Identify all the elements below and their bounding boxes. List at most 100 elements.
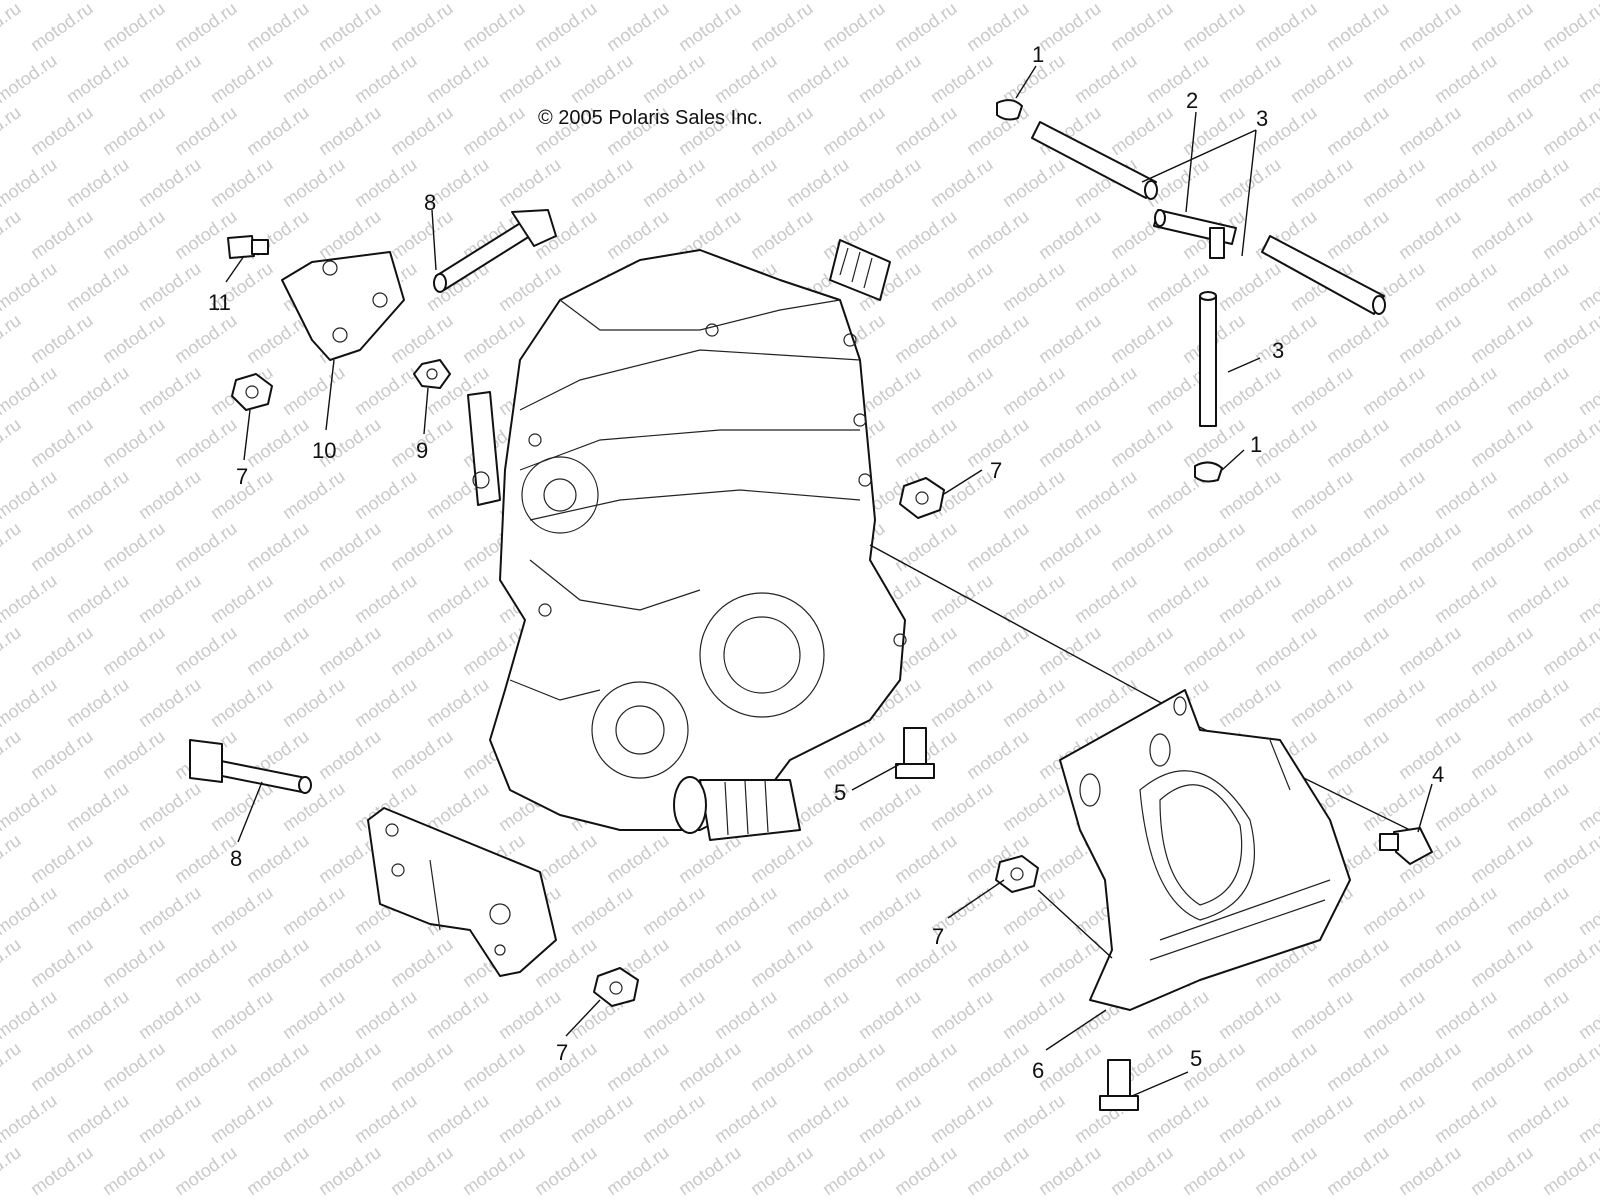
watermark-text: motod.ru	[1287, 674, 1357, 731]
watermark-text: motod.ru	[927, 258, 997, 315]
watermark-text: motod.ru	[171, 0, 241, 55]
watermark-text: motod.ru	[855, 154, 925, 211]
watermark-text: motod.ru	[855, 778, 925, 835]
watermark-text: motod.ru	[891, 830, 961, 887]
watermark-text: motod.ru	[171, 622, 241, 679]
watermark-text: motod.ru	[1467, 934, 1537, 991]
watermark-text: motod.ru	[1359, 570, 1429, 627]
callout-6: 6	[1032, 1058, 1044, 1083]
watermark-text: motod.ru	[1431, 154, 1501, 211]
watermark-text: motod.ru	[1251, 1038, 1321, 1095]
watermark-text: motod.ru	[0, 1142, 24, 1199]
watermark-text: motod.ru	[711, 50, 781, 107]
watermark-text: motod.ru	[315, 934, 385, 991]
watermark-text: motod.ru	[1503, 154, 1573, 211]
watermark-text: motod.ru	[603, 0, 673, 55]
watermark-text: motod.ru	[1071, 570, 1141, 627]
watermark-text: motod.ru	[711, 1090, 781, 1147]
watermark-text: motod.ru	[423, 986, 493, 1043]
watermark-text: motod.ru	[1431, 362, 1501, 419]
watermark-text: motod.ru	[243, 518, 313, 575]
watermark-text: motod.ru	[27, 622, 97, 679]
callout-5-lower: 5	[1190, 1046, 1202, 1071]
watermark-text: motod.ru	[459, 310, 529, 367]
watermark-text: motod.ru	[1107, 622, 1177, 679]
watermark-text: motod.ru	[747, 934, 817, 991]
watermark-text: motod.ru	[0, 0, 24, 55]
watermark-text: motod.ru	[495, 154, 565, 211]
vent-hose-upper	[1031, 121, 1158, 200]
watermark-text: motod.ru	[1323, 0, 1393, 55]
watermark-text: motod.ru	[207, 674, 277, 731]
bolt-4	[1379, 827, 1433, 865]
watermark-text: motod.ru	[1107, 414, 1177, 471]
vent-hose-vertical	[1199, 291, 1217, 427]
flange-nut-bottom	[593, 967, 639, 1007]
watermark-text: motod.ru	[351, 674, 421, 731]
watermark-text: motod.ru	[927, 50, 997, 107]
watermark-text: motod.ru	[891, 102, 961, 159]
watermark-text: motod.ru	[1323, 1038, 1393, 1095]
watermark-text: motod.ru	[1539, 310, 1600, 367]
watermark-text: motod.ru	[63, 1090, 133, 1147]
copyright-text: © 2005 Polaris Sales Inc.	[538, 107, 763, 129]
watermark-text: motod.ru	[1251, 0, 1321, 55]
callout-4: 4	[1432, 762, 1444, 787]
watermark-text: motod.ru	[27, 518, 97, 575]
watermark-text: motod.ru	[1071, 362, 1141, 419]
watermark-text: motod.ru	[1395, 414, 1465, 471]
watermark-text: motod.ru	[351, 362, 421, 419]
watermark-text: motod.ru	[1575, 154, 1600, 211]
watermark-text: motod.ru	[783, 986, 853, 1043]
watermark-text: motod.ru	[279, 986, 349, 1043]
watermark-text: motod.ru	[675, 934, 745, 991]
watermark-text: motod.ru	[495, 0, 565, 3]
long-bolt-lower	[189, 739, 312, 794]
watermark-text: motod.ru	[0, 726, 24, 783]
callout-2: 2	[1186, 88, 1198, 113]
watermark-text: motod.ru	[747, 1142, 817, 1199]
watermark-text: motod.ru	[603, 1142, 673, 1199]
watermark-text: motod.ru	[1575, 674, 1600, 731]
watermark-text: motod.ru	[1539, 934, 1600, 991]
watermark-text: motod.ru	[171, 934, 241, 991]
watermark-text: motod.ru	[351, 570, 421, 627]
callout-1-lower: 1	[1250, 432, 1262, 457]
watermark-text: motod.ru	[99, 830, 169, 887]
watermark-text: motod.ru	[1179, 0, 1249, 55]
watermark-text: motod.ru	[1539, 414, 1600, 471]
watermark-text: motod.ru	[0, 414, 24, 471]
watermark-text: motod.ru	[1539, 1038, 1600, 1095]
watermark-text: motod.ru	[1215, 362, 1285, 419]
watermark-text: motod.ru	[999, 986, 1069, 1043]
watermark-text: motod.ru	[423, 0, 493, 3]
watermark-text: motod.ru	[783, 154, 853, 211]
watermark-text: motod.ru	[1323, 518, 1393, 575]
mount-bolt-upper	[895, 727, 935, 779]
watermark-text: motod.ru	[207, 1090, 277, 1147]
watermark-text: motod.ru	[351, 986, 421, 1043]
watermark-text: motod.ru	[963, 622, 1033, 679]
watermark-text: motod.ru	[99, 414, 169, 471]
watermark-text: motod.ru	[63, 570, 133, 627]
watermark-text: motod.ru	[207, 570, 277, 627]
watermark-text: motod.ru	[927, 778, 997, 835]
watermark-text: motod.ru	[27, 0, 97, 55]
watermark-text: motod.ru	[1431, 50, 1501, 107]
watermark-text: motod.ru	[1503, 1090, 1573, 1147]
watermark-text: motod.ru	[279, 570, 349, 627]
watermark-text: motod.ru	[0, 258, 60, 315]
watermark-text: motod.ru	[783, 0, 853, 3]
mount-bolt-lower	[1099, 1059, 1139, 1111]
watermark-text: motod.ru	[0, 1038, 24, 1095]
watermark-text: motod.ru	[783, 1090, 853, 1147]
watermark-text: motod.ru	[783, 882, 853, 939]
watermark-text: motod.ru	[0, 1090, 60, 1147]
watermark-text: motod.ru	[855, 882, 925, 939]
watermark-text: motod.ru	[1431, 570, 1501, 627]
watermark-text: motod.ru	[1035, 1038, 1105, 1095]
watermark-text: motod.ru	[963, 934, 1033, 991]
watermark-text: motod.ru	[783, 50, 853, 107]
watermark-text: motod.ru	[279, 674, 349, 731]
